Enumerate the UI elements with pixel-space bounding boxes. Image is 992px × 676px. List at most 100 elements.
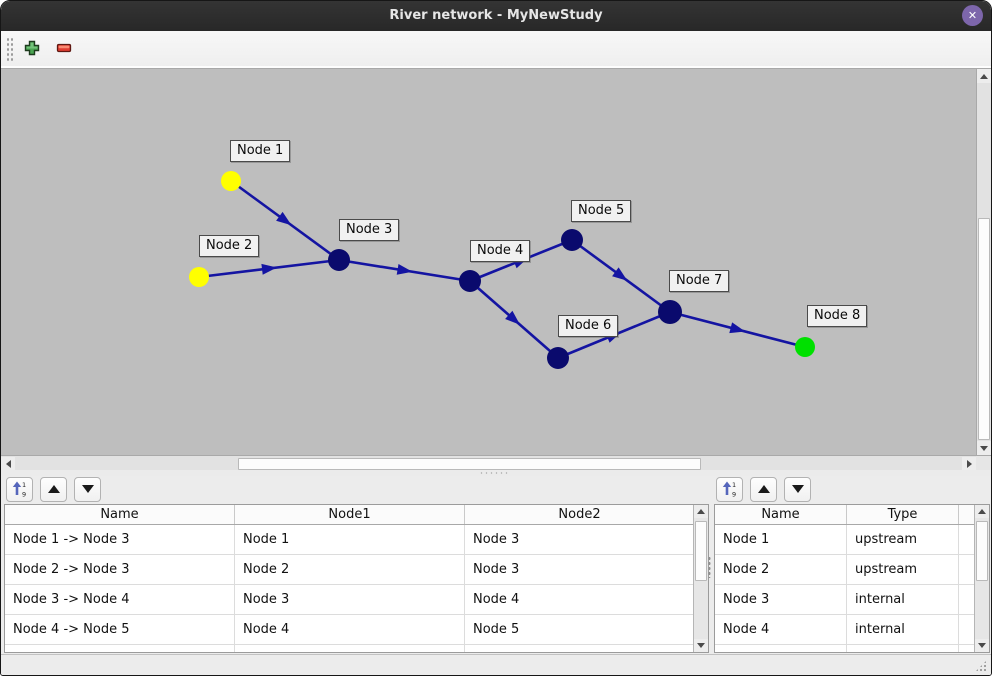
resize-grip-icon[interactable]	[975, 660, 987, 672]
scroll-up-button[interactable]	[977, 69, 991, 83]
table-cell[interactable]: Node 4	[235, 615, 465, 644]
table-cell[interactable]: Node 1 -> Node 3	[5, 525, 235, 554]
edges-panel-toolbar: 1 9	[1, 476, 711, 502]
table-cell[interactable]: Node 1	[235, 525, 465, 554]
header-cell[interactable]: Node1	[235, 505, 465, 524]
table-cell[interactable]: Node 2	[235, 555, 465, 584]
scrollbar-corner	[976, 455, 991, 470]
header-cell[interactable]: Name	[5, 505, 235, 524]
scroll-down-button[interactable]	[975, 639, 989, 652]
triangle-up-icon	[47, 485, 60, 493]
header-cell[interactable]: Node2	[465, 505, 695, 524]
scroll-right-button[interactable]	[962, 457, 976, 471]
scroll-left-button[interactable]	[1, 457, 15, 471]
edges-table-scrollbar[interactable]	[693, 505, 708, 652]
table-cell[interactable]: Node 2 -> Node 3	[5, 555, 235, 584]
scroll-down-button[interactable]	[977, 441, 991, 455]
arrow-up-icon	[697, 509, 705, 514]
network-node[interactable]	[328, 249, 350, 271]
remove-node-button[interactable]	[51, 37, 77, 63]
table-cell[interactable]: Node 4	[465, 585, 695, 614]
scroll-up-button[interactable]	[975, 505, 989, 518]
table-scroll-thumb[interactable]	[976, 521, 988, 581]
table-cell[interactable]: Node 1	[715, 525, 847, 554]
arrow-up-icon	[978, 509, 986, 514]
add-node-button[interactable]	[19, 37, 45, 63]
table-cell[interactable]: Node 3	[465, 555, 695, 584]
vertical-splitter[interactable]	[708, 556, 711, 578]
table-row	[5, 645, 708, 652]
table-cell	[235, 645, 465, 652]
network-svg	[189, 171, 815, 369]
network-node[interactable]	[658, 300, 682, 324]
network-node[interactable]	[561, 229, 583, 251]
window-title: River network - MyNewStudy	[389, 8, 603, 23]
table-cell[interactable]: Node 5	[465, 615, 695, 644]
table-cell[interactable]: Node 4	[715, 615, 847, 644]
network-node[interactable]	[189, 267, 209, 287]
table-cell[interactable]: upstream	[847, 555, 959, 584]
scroll-up-button[interactable]	[694, 505, 708, 518]
table-scroll-thumb[interactable]	[695, 521, 707, 581]
sort-button[interactable]: 1 9	[6, 476, 33, 502]
canvas-horizontal-scrollbar[interactable]	[1, 455, 976, 471]
header-cell[interactable]: Name	[715, 505, 847, 524]
network-node[interactable]	[459, 270, 481, 292]
table-cell	[847, 645, 959, 652]
splitter-grip-icon	[479, 472, 509, 474]
arrow-down-icon	[697, 643, 705, 648]
edge-arrow-icon	[512, 257, 529, 269]
move-down-button[interactable]	[74, 476, 101, 502]
triangle-down-icon	[791, 485, 804, 493]
table-cell[interactable]: internal	[847, 615, 959, 644]
nodes-table-scrollbar[interactable]	[974, 505, 989, 652]
table-cell	[5, 645, 235, 652]
edge-arrow-icon	[261, 263, 277, 275]
table-cell[interactable]: Node 2	[715, 555, 847, 584]
table-cell[interactable]: upstream	[847, 525, 959, 554]
table-cell[interactable]: Node 3 -> Node 4	[5, 585, 235, 614]
header-cell[interactable]: Type	[847, 505, 959, 524]
sort-ascending-icon: 1 9	[722, 481, 736, 499]
horizontal-splitter[interactable]	[1, 470, 991, 476]
edge-arrow-icon	[276, 211, 292, 226]
svg-text:9: 9	[732, 491, 736, 499]
canvas-vertical-scrollbar[interactable]	[976, 69, 991, 455]
move-down-button[interactable]	[784, 476, 811, 502]
table-cell[interactable]: internal	[847, 585, 959, 614]
network-node[interactable]	[221, 171, 241, 191]
table-cell[interactable]: Node 3	[715, 585, 847, 614]
close-button[interactable]: ✕	[962, 5, 983, 26]
move-up-button[interactable]	[750, 476, 777, 502]
vertical-scroll-thumb[interactable]	[978, 218, 990, 440]
table-row	[715, 645, 989, 652]
scroll-down-button[interactable]	[694, 639, 708, 652]
move-up-button[interactable]	[40, 476, 67, 502]
edge-arrow-icon	[505, 310, 520, 325]
table-cell[interactable]: Node 3	[465, 525, 695, 554]
horizontal-scroll-thumb[interactable]	[238, 458, 701, 470]
table-cell[interactable]: Node 3	[235, 585, 465, 614]
table-cell[interactable]: Node 4 -> Node 5	[5, 615, 235, 644]
network-node[interactable]	[795, 337, 815, 357]
toolbar-drag-handle[interactable]	[6, 36, 13, 63]
sort-button[interactable]: 1 9	[716, 476, 743, 502]
network-node[interactable]	[547, 347, 569, 369]
